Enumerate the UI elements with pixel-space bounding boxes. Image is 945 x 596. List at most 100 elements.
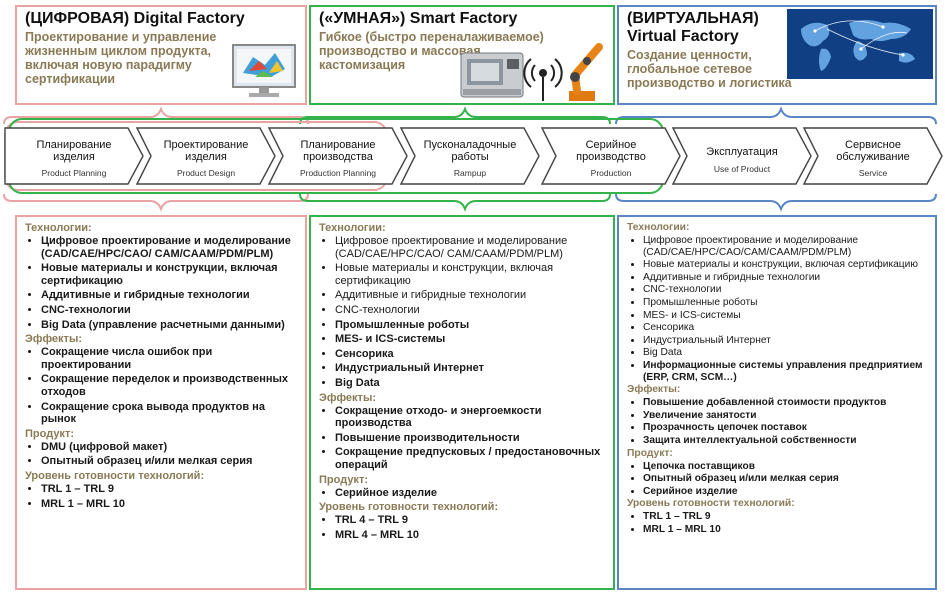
smart-details: Технологии:Цифровое проектирование и мод… (309, 215, 615, 590)
list-item: Big Data (335, 377, 605, 390)
bullet-list: Цифровое проектирование и моделирование … (319, 235, 605, 390)
list-item: Аддитивные и гибридные технологии (643, 272, 927, 284)
stage-label-en: Product Planning (41, 168, 107, 178)
cnc-robot-icon (460, 43, 603, 101)
virtual-factory-title-2: Virtual Factory (627, 28, 739, 45)
stage-label-en: Use of Product (713, 164, 771, 174)
bullet-list: Цепочка поставщиковОпытный образец и/или… (627, 461, 927, 498)
list-item: Серийное изделие (643, 486, 927, 498)
smart-factory-box: («УМНАЯ») Smart Factory Гибкое (быстро п… (309, 5, 615, 105)
bullet-list: Цифровое проектирование и моделирование … (627, 235, 927, 383)
list-item: MRL 1 – MRL 10 (41, 498, 297, 511)
stage-label-en: Rampup (453, 168, 487, 178)
list-item: MRL 4 – MRL 10 (335, 529, 605, 542)
smart-factory-subtitle: Гибкое (быстро переналаживаемое) произво… (319, 30, 544, 72)
stage-label-ru: Проектирование изделия (163, 139, 249, 163)
bullet-list: TRL 1 – TRL 9MRL 1 – MRL 10 (627, 511, 927, 535)
virtual-factory-subtitle: Создание ценности, глобальное сетевое пр… (627, 48, 792, 90)
list-item: Опытный образец и/или мелкая серия (643, 473, 927, 485)
monitor-cad-icon (232, 44, 296, 97)
list-item: Опытный образец и/или мелкая серия (41, 455, 297, 468)
list-item: Big Data (управление расчетными данными) (41, 319, 297, 332)
list-item: Прозрачность цепочек поставок (643, 422, 927, 434)
virtual-factory-box: (ВИРТУАЛЬНАЯ) Virtual Factory Создание ц… (617, 5, 937, 105)
list-item: DMU (цифровой макет) (41, 441, 297, 454)
bullet-list: Сокращение отходо- и энергоемкости произ… (319, 405, 605, 472)
world-map-icon (787, 9, 933, 79)
section-heading: Эффекты: (627, 384, 681, 396)
section-heading: Продукт: (25, 427, 74, 440)
stage-label-ru: Пусконаладочные работы (423, 139, 517, 163)
section-heading: Эффекты: (319, 391, 376, 404)
list-item: Цепочка поставщиков (643, 461, 927, 473)
bullet-list: Сокращение числа ошибок при проектирован… (25, 346, 297, 426)
list-item: Новые материалы и конструкции, включая с… (41, 262, 297, 287)
list-item: Новые материалы и конструкции, включая с… (643, 259, 927, 271)
list-item: Увеличение занятости (643, 410, 927, 422)
stage-label-en: Production (590, 168, 632, 178)
section-heading: Уровень готовности технологий: (25, 469, 205, 482)
list-item: Цифровое проектирование и моделирование … (41, 235, 297, 260)
list-item: Защита интеллектуальной собственности (643, 435, 927, 447)
digital-factory-subtitle: Проектирование и управление жизненным ци… (25, 30, 217, 86)
list-item: Сокращение числа ошибок при проектирован… (41, 346, 297, 371)
stage-label-ru: Планирование изделия (36, 139, 112, 163)
list-item: Индустриальный Интернет (335, 362, 605, 375)
list-item: Аддитивные и гибридные технологии (41, 289, 297, 302)
bullet-list: Цифровое проектирование и моделирование … (25, 235, 297, 331)
digital-factory-box: (ЦИФРОВАЯ) Digital Factory Проектировани… (15, 5, 307, 105)
list-item: Сенсорика (335, 348, 605, 361)
list-item: Сокращение переделок и производственных … (41, 373, 297, 398)
list-item: CNC-технологии (643, 284, 927, 296)
brace-bottom (3, 193, 937, 212)
list-item: Повышение производительности (335, 432, 605, 445)
list-item: Сокращение отходо- и энергоемкости произ… (335, 405, 605, 430)
section-heading: Технологии: (25, 222, 92, 234)
smart-factory-title: («УМНАЯ») Smart Factory (319, 10, 518, 27)
list-item: Повышение добавленной стоимости продукто… (643, 397, 927, 409)
list-item: Big Data (643, 347, 927, 359)
bullet-list: TRL 4 – TRL 9 MRL 4 – MRL 10 (319, 514, 605, 541)
virtual-details: Технологии: Цифровое проектирование и мод… (617, 215, 937, 590)
list-item: Сокращение предпусковых / предостановочн… (335, 446, 605, 471)
list-item: MRL 1 – MRL 10 (643, 524, 927, 536)
digital-factory-title: (ЦИФРОВАЯ) Digital Factory (25, 10, 245, 27)
list-item: Промышленные роботы (643, 297, 927, 309)
section-heading: Эффекты: (25, 333, 82, 346)
section-heading: Технологии: (627, 222, 690, 233)
list-item: Новые материалы и конструкции, включая с… (335, 262, 605, 287)
list-item: CNC-технологии (335, 304, 605, 317)
list-item: Сенсорика (643, 322, 927, 334)
bullet-list: TRL 1 – TRL 9MRL 1 – MRL 10 (25, 483, 297, 510)
digital-details: Технологии:Цифровое проектирование и мод… (15, 215, 307, 590)
section-heading: Технологии: (319, 222, 386, 234)
stage-label-en: Production Planning (299, 168, 377, 178)
list-item: Цифровое проектирование и моделирование … (335, 235, 605, 260)
bullet-list: Серийное изделие (319, 487, 605, 500)
brace-top (3, 106, 937, 125)
list-item: TRL 4 – TRL 9 (335, 514, 605, 527)
list-item: Информационные системы управления предпр… (643, 360, 927, 383)
list-item: MES- и ICS-системы (643, 310, 927, 322)
section-heading: Уровень готовности технологий: (319, 501, 499, 514)
bullet-list: DMU (цифровой макет)Опытный образец и/ил… (25, 441, 297, 468)
section-heading: Продукт: (627, 447, 673, 459)
bullet-list: Повышение добавленной стоимости продукто… (627, 397, 927, 446)
virtual-factory-title-1: (ВИРТУАЛЬНАЯ) (627, 10, 759, 27)
section-heading: Продукт: (319, 473, 368, 486)
stage-label-ru: Серийное производство (576, 139, 646, 163)
stage-label-ru: Эксплуатация (706, 146, 778, 158)
list-item: MES- и ICS-системы (335, 333, 605, 346)
list-item: CNC-технологии (41, 304, 297, 317)
stage-label-ru: Планирование производства (300, 139, 376, 163)
list-item: Промышленные роботы (335, 319, 605, 332)
stage-label-en: Product Design (176, 168, 236, 178)
list-item: TRL 1 – TRL 9 (643, 511, 927, 523)
